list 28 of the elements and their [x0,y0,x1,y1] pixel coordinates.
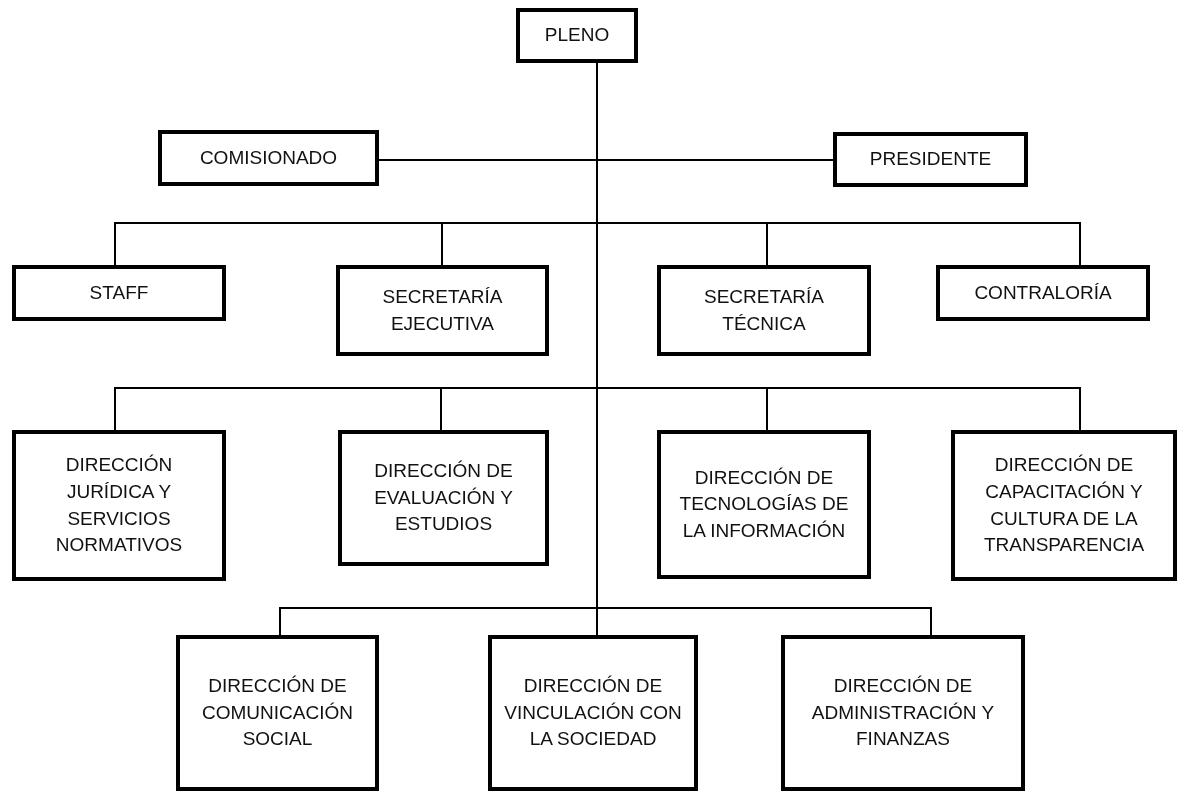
unit-label: DIRECCIÓN DE CAPACITACIÓN Y CULTURA DE LA TRANSPARENCIA [982,453,1146,558]
org-box [781,635,1025,791]
unit-label: SECRETARÍA TÉCNICA [703,284,825,336]
unit-label: DIRECCIÓN DE EVALUACIÓN Y ESTUDIOS [373,459,514,537]
unit-label: STAFF [89,280,149,305]
unit-label: PRESIDENTE [869,147,992,172]
org-box [657,265,871,356]
unit-label: SECRETARÍA EJECUTIVA [381,284,504,336]
org-box [338,430,549,566]
org-box [176,635,379,791]
org-box [12,430,226,581]
org-box [657,430,871,579]
unit-label: CONTRALORÍA [974,280,1112,305]
unit-label: DIRECCIÓN DE TECNOLOGÍAS DE LA INFORMACIÓN [678,465,850,543]
org-box [158,130,379,186]
org-box [336,265,549,356]
org-box [951,430,1177,581]
org-box [936,265,1150,321]
unit-label: COMISIONADO [199,145,338,170]
org-box [12,265,226,321]
org-box [488,635,698,791]
unit-label: DIRECCIÓN DE VINCULACIÓN CON LA SOCIEDAD [503,674,683,752]
unit-label: DIRECCIÓN DE ADMINISTRACIÓN Y FINANZAS [810,674,996,752]
unit-label: PLENO [544,23,610,48]
org-box [833,132,1028,187]
org-box [516,8,638,63]
unit-label: DIRECCIÓN JURÍDICA Y SERVICIOS NORMATIVOS [54,453,184,558]
unit-label: DIRECCIÓN DE COMUNICACIÓN SOCIAL [201,674,354,752]
